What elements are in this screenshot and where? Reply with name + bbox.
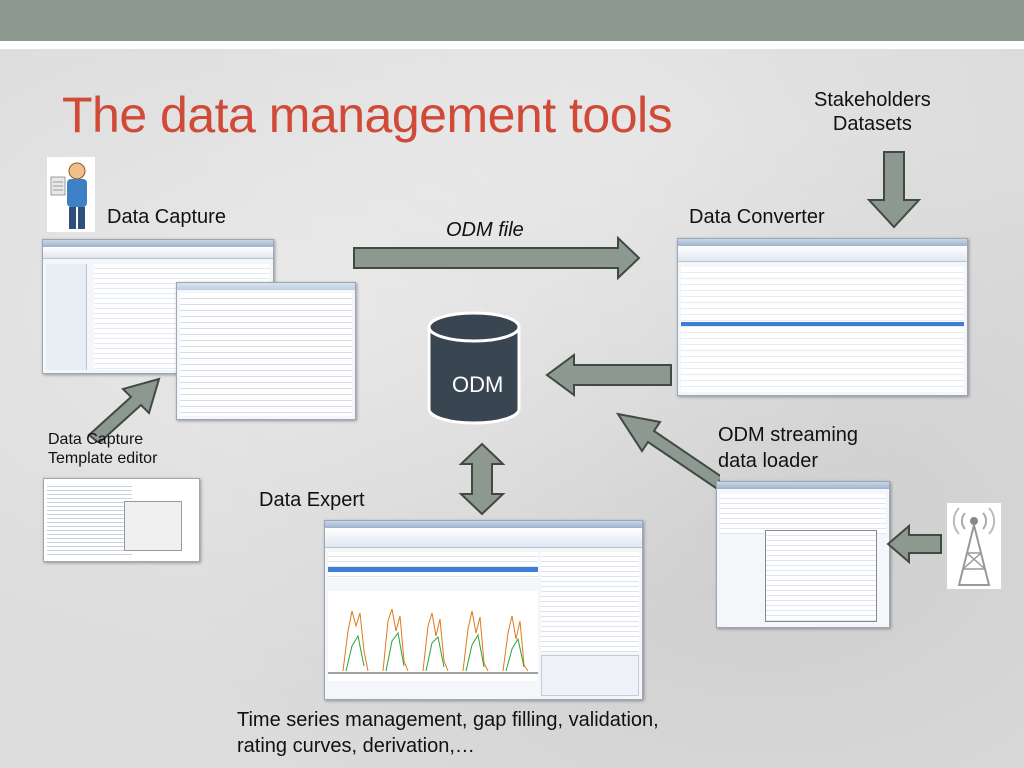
data-converter-label: Data Converter — [689, 206, 825, 228]
slide-title: The data management tools — [62, 87, 673, 143]
data-expert-label: Data Expert — [259, 489, 365, 511]
data-capture-label: Data Capture — [107, 206, 226, 228]
template-to-capture-arrow — [87, 377, 161, 443]
radio-tower-icon — [947, 503, 1001, 589]
template-editor-screenshot — [43, 478, 200, 562]
top-band — [0, 0, 1024, 41]
data-capture-variables-screenshot — [176, 282, 356, 420]
converter-to-odm-arrow — [545, 353, 672, 397]
header-divider — [0, 41, 1024, 49]
odm-file-arrow — [353, 236, 641, 280]
streaming-to-odm-arrow — [615, 412, 720, 490]
stakeholders-datasets-label: Stakeholders Datasets — [814, 89, 931, 135]
expert-time-series-plot — [328, 591, 538, 681]
data-converter-screenshot — [677, 238, 968, 396]
database-cylinder-icon — [427, 311, 521, 425]
person-with-form-icon — [47, 157, 95, 232]
streaming-loader-screenshot — [716, 481, 890, 628]
data-expert-screenshot — [324, 520, 643, 700]
streaming-loader-label: ODM streaming data loader — [718, 424, 859, 472]
odm-label: ODM — [452, 372, 504, 397]
template-editor-label: Data Capture Template editor — [48, 431, 158, 468]
stakeholders-down-arrow — [866, 151, 922, 229]
odm-expert-double-arrow — [458, 442, 506, 516]
tower-to-loader-arrow — [886, 524, 942, 564]
data-expert-caption: Time series management, gap filling, val… — [237, 709, 659, 757]
odm-file-label: ODM file — [446, 219, 524, 241]
